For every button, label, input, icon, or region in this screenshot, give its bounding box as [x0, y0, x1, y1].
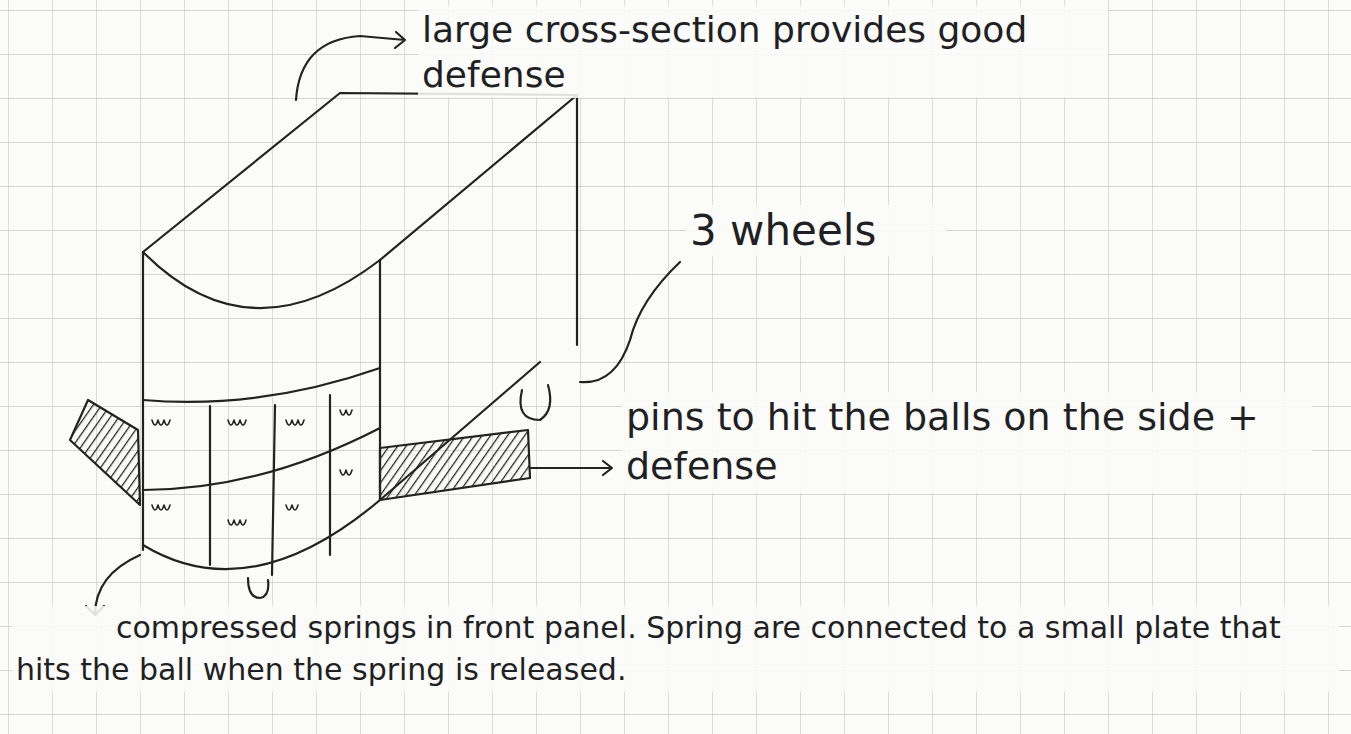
- panel-dividers: [210, 395, 330, 575]
- panel-bottom: [143, 500, 380, 569]
- panel-middle: [143, 428, 380, 490]
- panel-top: [143, 368, 380, 402]
- top-face: [143, 93, 577, 260]
- callout-note: pins to hit the balls on the side + defe…: [622, 392, 1312, 493]
- back-right-edge: [576, 95, 578, 345]
- callout-note: 3 wheels: [686, 205, 946, 257]
- leader-line: [580, 262, 680, 382]
- wheel: [248, 578, 268, 598]
- wheel: [520, 385, 550, 420]
- left-pin: [70, 400, 140, 505]
- callout-note: compressed springs in front panel. Sprin…: [12, 606, 1339, 692]
- leader-line: [296, 32, 405, 100]
- robot-sketch: [70, 32, 680, 615]
- spring-symbols: [152, 410, 352, 525]
- leader-line: [530, 461, 612, 475]
- front-curve: [143, 252, 380, 308]
- callout-note: large cross-section provides good defens…: [418, 6, 1108, 98]
- bottom-edge: [380, 362, 540, 500]
- right-pin: [380, 430, 530, 500]
